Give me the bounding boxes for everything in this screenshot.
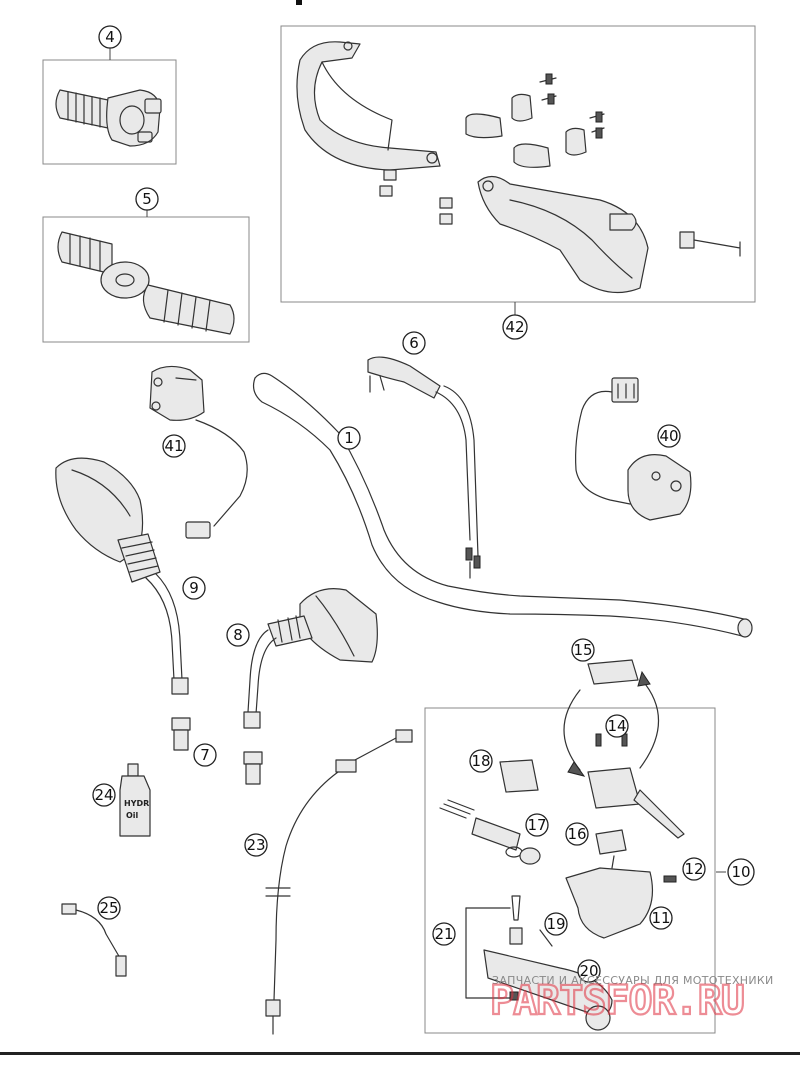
- bottle-label-line-2: Oil: [126, 811, 139, 820]
- svg-text:7: 7: [200, 746, 210, 764]
- svg-text:11: 11: [651, 909, 670, 927]
- svg-text:12: 12: [684, 860, 703, 878]
- title-fragment: [296, 0, 302, 5]
- svg-text:21: 21: [434, 925, 453, 943]
- handlebar-drawing: [252, 372, 753, 638]
- callout-5: 5: [135, 187, 159, 211]
- callout-17: 17: [525, 813, 549, 837]
- svg-text:16: 16: [567, 825, 586, 843]
- callout-40: 40: [657, 424, 681, 448]
- svg-text:41: 41: [164, 437, 183, 455]
- svg-text:1: 1: [344, 429, 354, 447]
- callout-25: 25: [97, 896, 121, 920]
- bottle-label-line-1: HYDR: [124, 799, 149, 808]
- svg-text:42: 42: [505, 318, 524, 336]
- hydraulic-oil-bottle-drawing: HYDR Oil: [119, 763, 151, 837]
- svg-text:8: 8: [233, 626, 243, 644]
- svg-text:4: 4: [105, 28, 115, 46]
- callout-12: 12: [682, 857, 706, 881]
- svg-text:18: 18: [471, 752, 490, 770]
- frame-part-5: [42, 216, 250, 343]
- svg-text:5: 5: [142, 190, 152, 208]
- callout-18: 18: [469, 749, 493, 773]
- watermark-logo: PARTSFOR.RU: [490, 978, 744, 1024]
- callout-7: 7: [193, 743, 217, 767]
- callout-10: 10: [727, 858, 755, 886]
- svg-text:23: 23: [246, 836, 265, 854]
- clutch-master-cylinder-drawing: [439, 659, 685, 1031]
- svg-text:10: 10: [731, 863, 750, 881]
- frame-part-10: [424, 707, 716, 1034]
- callout-42: 42: [502, 314, 528, 340]
- callout-6: 6: [402, 331, 426, 355]
- bottom-rule: [0, 1052, 800, 1055]
- mirror-adapters-drawing: [171, 717, 263, 785]
- svg-text:25: 25: [99, 899, 118, 917]
- svg-text:9: 9: [189, 579, 199, 597]
- svg-text:6: 6: [409, 334, 419, 352]
- mirror-8-drawing: [243, 588, 378, 729]
- svg-text:24: 24: [94, 786, 113, 804]
- callout-16: 16: [565, 822, 589, 846]
- svg-text:15: 15: [573, 641, 592, 659]
- callout-11: 11: [649, 906, 673, 930]
- hand-guards-drawing: [296, 41, 741, 294]
- callout-9: 9: [182, 576, 206, 600]
- callout-23: 23: [244, 833, 268, 857]
- callout-15: 15: [571, 638, 595, 662]
- svg-text:19: 19: [546, 915, 565, 933]
- watermark-tagline: ЗАПЧАСТИ И АКСЕССУАРЫ ДЛЯ МОТОТЕХНИКИ: [492, 974, 774, 987]
- callout-20: 20: [577, 959, 601, 983]
- handlebar-grips-drawing: [57, 231, 235, 335]
- throttle-cable-drawing: [367, 356, 481, 579]
- switch-40-drawing: [575, 377, 692, 521]
- callout-21: 21: [432, 922, 456, 946]
- callout-1: 1: [337, 426, 361, 450]
- callout-8: 8: [226, 623, 250, 647]
- svg-text:40: 40: [659, 427, 678, 445]
- callout-24: 24: [92, 783, 116, 807]
- callout-14: 14: [605, 714, 629, 738]
- callout-19: 19: [544, 912, 568, 936]
- callout-4: 4: [98, 25, 122, 49]
- svg-text:14: 14: [607, 717, 626, 735]
- throttle-grip-drawing: [55, 89, 162, 147]
- frame-part-42: [280, 25, 756, 303]
- clutch-cable-drawing: [265, 729, 413, 1035]
- svg-text:20: 20: [579, 962, 598, 980]
- switch-41-drawing: [149, 365, 248, 539]
- mirror-9-drawing: [55, 457, 189, 695]
- svg-text:17: 17: [527, 816, 546, 834]
- callout-41: 41: [162, 434, 186, 458]
- sensor-cable-drawing: [61, 903, 127, 977]
